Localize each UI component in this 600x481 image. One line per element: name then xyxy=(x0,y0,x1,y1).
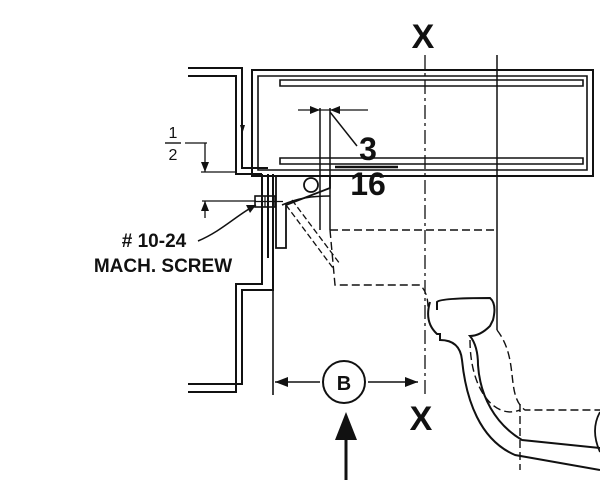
half-numerator: 1 xyxy=(169,125,178,142)
pivot-bracket xyxy=(275,176,341,269)
top-channel xyxy=(251,69,594,177)
half-denominator: 2 xyxy=(169,147,178,164)
vertical-supports xyxy=(319,55,498,330)
wall-arrow-mark xyxy=(240,125,245,133)
three-sixteenths-denominator: 16 xyxy=(350,166,386,202)
screw-callout: # 10-24 MACH. SCREW xyxy=(94,204,257,277)
pivot-pin xyxy=(303,177,319,193)
left-wall-profile xyxy=(188,67,274,395)
view-arrow xyxy=(335,412,357,480)
screw-type-label: MACH. SCREW xyxy=(94,256,232,277)
three-sixteenths-dimension: 3 16 xyxy=(298,106,398,202)
half-inch-dimension: 1 2 xyxy=(165,125,256,218)
lower-linkage-arm xyxy=(427,296,600,471)
screw-size-label: # 10-24 xyxy=(122,231,187,252)
dimension-b: B xyxy=(275,360,418,404)
dashed-movement-path xyxy=(329,229,600,470)
callout-b-circle xyxy=(322,360,366,404)
three-sixteenths-numerator: 3 xyxy=(359,131,377,167)
section-mark-top: X xyxy=(412,18,435,56)
section-mark-bottom: X xyxy=(410,400,433,438)
callout-b-label: B xyxy=(337,373,351,395)
